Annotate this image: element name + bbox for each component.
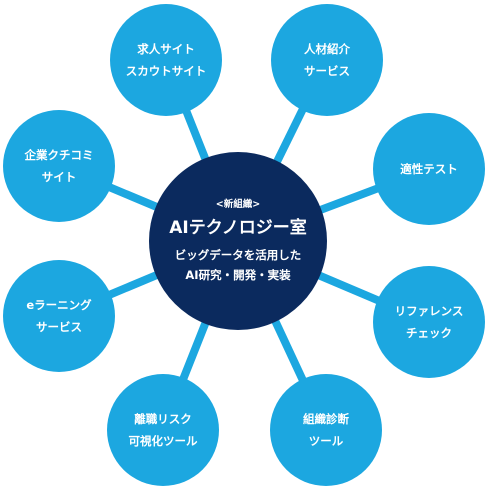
node-reference-check: リファレンス チェック bbox=[373, 266, 485, 378]
node-label-line2: 可視化ツール bbox=[128, 434, 198, 448]
node-company-reviews: 企業クチコミ サイト bbox=[3, 110, 115, 222]
node-label-line2: サービス bbox=[36, 320, 82, 334]
node-label-line1: リファレンス bbox=[394, 304, 464, 318]
node-org-diagnosis: 組織診断 ツール bbox=[270, 374, 382, 486]
node-recruit-site: 求人サイト スカウトサイト bbox=[110, 4, 222, 116]
node-label-line1: 適性テスト bbox=[400, 162, 458, 176]
center-title: AIテクノロジー室 bbox=[169, 217, 307, 238]
node-label-line2: チェック bbox=[406, 326, 452, 340]
node-label-line2: ツール bbox=[308, 434, 344, 448]
node-label-line1: 人材紹介 bbox=[304, 42, 350, 56]
node-label-line1: 離職リスク bbox=[134, 412, 192, 426]
node-label-line2: サービス bbox=[304, 64, 350, 78]
node-label-line1: 企業クチコミ bbox=[24, 148, 94, 162]
center-tag: <新組織> bbox=[215, 198, 261, 210]
node-turnover-risk: 離職リスク 可視化ツール bbox=[107, 374, 219, 486]
center-subtitle-line2: AI研究・開発・実装 bbox=[185, 267, 291, 282]
node-label-line2: サイト bbox=[41, 170, 77, 184]
node-aptitude-test: 適性テスト bbox=[373, 113, 485, 225]
node-label-line2: スカウトサイト bbox=[125, 64, 207, 78]
node-label-line1: 組織診断 bbox=[303, 412, 349, 426]
node-label-line1: 求人サイト bbox=[137, 42, 195, 56]
center-node: <新組織> AIテクノロジー室 ビッグデータを活用した AI研究・開発・実装 bbox=[149, 152, 327, 330]
node-label-line1: eラーニング bbox=[26, 298, 92, 312]
node-elearning: eラーニング サービス bbox=[3, 260, 115, 372]
node-placement-service: 人材紹介 サービス bbox=[271, 4, 383, 116]
center-subtitle-line1: ビッグデータを活用した bbox=[174, 247, 302, 262]
